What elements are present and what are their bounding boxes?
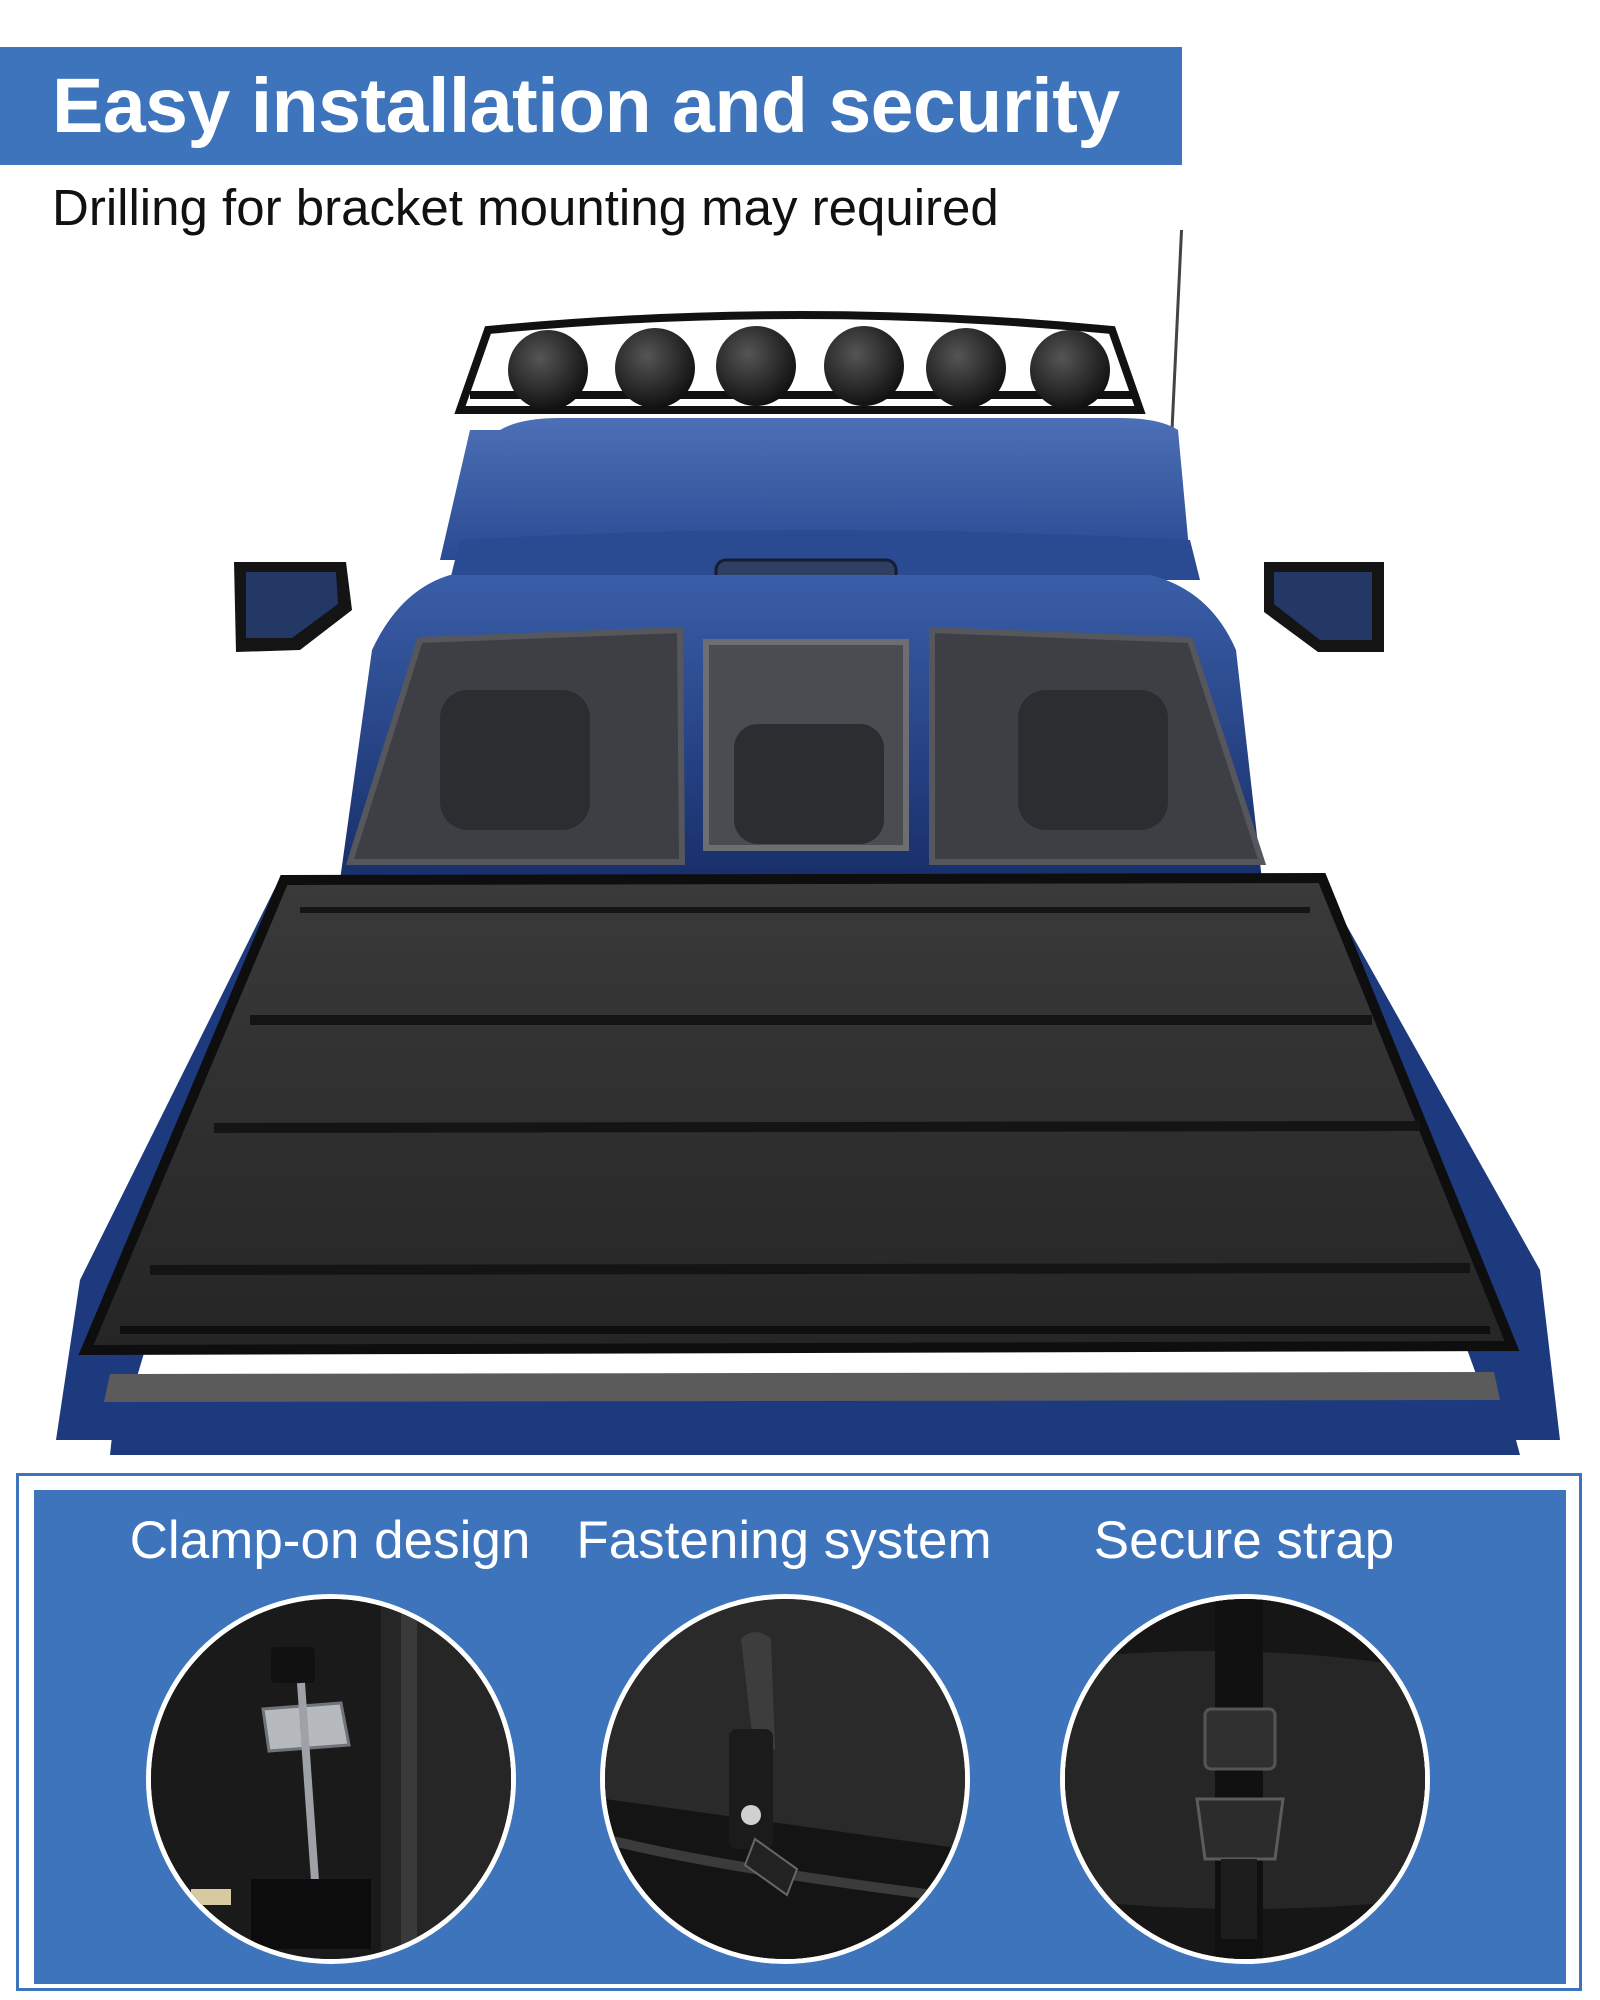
roof-lamp (716, 326, 796, 406)
cab-roof (440, 418, 1190, 560)
feature-label: Fastening system (576, 1511, 992, 1570)
roof-lamp (615, 328, 695, 408)
feature-label: Clamp-on design (129, 1511, 531, 1570)
title-banner: Easy installation and security (0, 47, 1182, 165)
tonneau-cover (78, 872, 1520, 1356)
roof-lamp (508, 330, 588, 410)
tailgate-rail (104, 1372, 1500, 1402)
feature-image (600, 1594, 970, 1964)
page-title: Easy installation and security (52, 62, 1120, 149)
feature-image (1060, 1594, 1430, 1964)
feature-label: Secure strap (1093, 1511, 1395, 1570)
feature-fastening: Fastening system (574, 1490, 994, 1984)
buckle-strap-icon (1065, 1599, 1425, 1959)
latch-icon (605, 1599, 965, 1959)
roof-lamp (1030, 330, 1110, 410)
features-panel: Clamp-on design Fastening system (34, 1490, 1566, 1984)
roof-lamp (824, 326, 904, 406)
feature-clamp-on: Clamp-on design (120, 1490, 540, 1984)
roof-light-bar (454, 311, 1146, 414)
feature-image (146, 1594, 516, 1964)
truck-illustration (56, 230, 1560, 1455)
roof-lamp (926, 328, 1006, 408)
antenna (1170, 230, 1184, 431)
feature-strap: Secure strap (1034, 1490, 1454, 1984)
page-subtitle: Drilling for bracket mounting may requir… (52, 179, 999, 236)
clamp-icon (151, 1599, 511, 1959)
